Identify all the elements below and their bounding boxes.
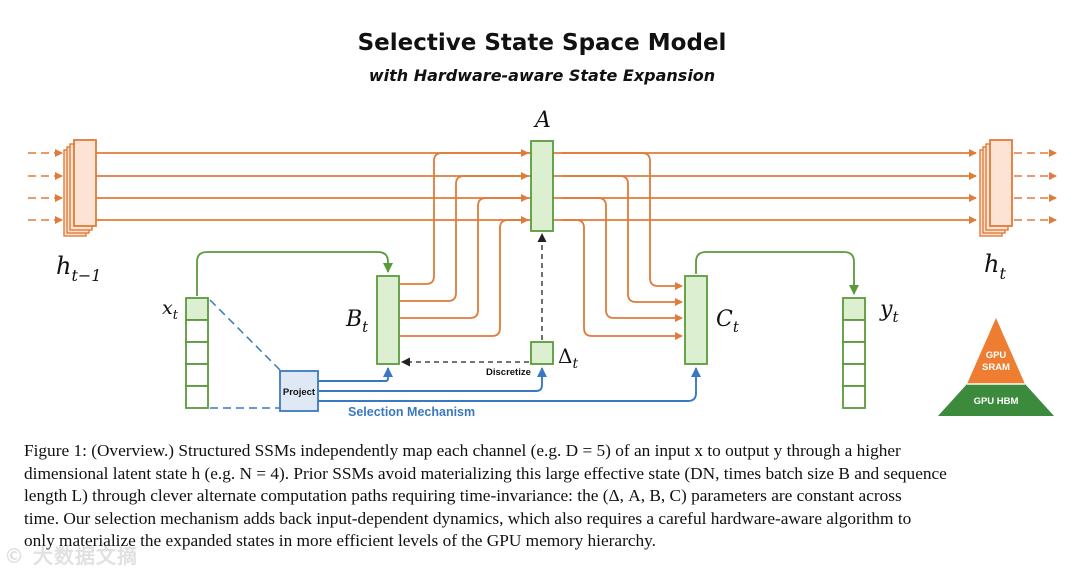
b-label: Bt <box>345 307 369 336</box>
discretize-label: Discretize <box>486 367 531 378</box>
output-state-dashes <box>1014 149 1057 224</box>
project-label: Project <box>283 387 316 398</box>
a-matrix-box <box>530 140 554 232</box>
y-output-column <box>842 297 866 409</box>
caption-line: Figure 1: (Overview.) Structured SSMs in… <box>24 441 901 460</box>
x-input-column <box>185 297 209 409</box>
x-to-project-dashes <box>209 299 283 409</box>
selection-mechanism-label: Selection Mechanism <box>348 405 475 419</box>
caption-line: only materialize the expanded states in … <box>24 531 656 550</box>
caption-line: dimensional latent state h (e.g. N = 4).… <box>24 463 947 483</box>
pyramid-hbm <box>938 384 1054 416</box>
c-matrix-box <box>684 275 708 365</box>
input-state-dashes <box>28 149 63 224</box>
selection-arrows <box>318 367 701 402</box>
state-to-c-lines <box>562 152 683 340</box>
a-label: A <box>533 108 551 133</box>
figure-title: Selective State Space Model <box>357 30 727 56</box>
x-label: xt <box>162 297 179 323</box>
pyramid-sram <box>967 318 1025 384</box>
c-to-y-arrow <box>695 251 859 295</box>
pyramid-hbm-label: GPU HBM <box>974 396 1019 407</box>
c-label: Ct <box>716 307 740 336</box>
caption-line: time. Our selection mechanism adds back … <box>24 508 912 528</box>
b-to-state-lines <box>400 149 529 337</box>
y-label: yt <box>879 297 899 326</box>
pyramid-sram-line2: SRAM <box>982 362 1010 373</box>
figure-caption: Figure 1: (Overview.) Structured SSMs in… <box>24 440 1060 553</box>
ssm-diagram: Project A ht−1 ht xt yt Bt Ct Δt Discret… <box>28 108 1057 419</box>
x-to-b-arrow <box>196 251 393 296</box>
pyramid-sram-line1: GPU <box>986 350 1007 361</box>
delta-box <box>530 341 554 365</box>
figure-subtitle: with Hardware-aware State Expansion <box>368 66 716 85</box>
delta-label: Δt <box>558 344 578 372</box>
h-prev-label: ht−1 <box>56 252 101 285</box>
h-next-label: ht <box>984 250 1006 283</box>
b-matrix-box <box>376 275 400 365</box>
h-next-block <box>979 139 1013 237</box>
watermark: © 大数据文摘 <box>4 544 138 568</box>
caption-line: length L) through clever alternate compu… <box>24 486 902 505</box>
h-prev-block <box>63 139 97 237</box>
gpu-memory-pyramid: GPU SRAM GPU HBM <box>938 318 1054 416</box>
